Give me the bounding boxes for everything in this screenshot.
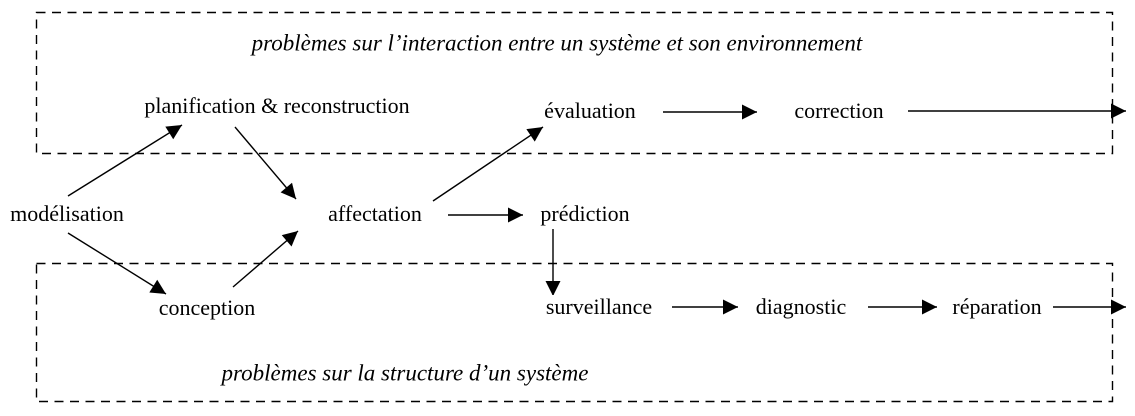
- node-correction: correction: [792, 98, 886, 123]
- node-modelisation: modélisation: [8, 201, 126, 226]
- node-conception: conception: [156, 295, 258, 320]
- top-box-title: problèmes sur l’interaction entre un sys…: [251, 30, 863, 56]
- arrow-planification-to-affectation: [234, 126, 297, 200]
- node-reparation: réparation: [950, 294, 1044, 319]
- arrow-affectation-to-evaluation: [432, 126, 544, 202]
- arrow-modelisation-to-conception: [67, 232, 167, 295]
- arrow-modelisation-to-planification: [67, 124, 183, 197]
- node-prediction: prédiction: [538, 201, 632, 226]
- arrow-conception-to-affectation: [232, 230, 299, 288]
- top-problem-box: [35, 11, 1114, 155]
- node-evaluation: évaluation: [542, 98, 638, 123]
- bottom-box-title: problèmes sur la structure d’un système: [221, 360, 589, 386]
- bottom-problem-box: [35, 262, 1114, 403]
- node-affectation: affectation: [326, 201, 424, 226]
- node-surveillance: surveillance: [543, 294, 655, 319]
- node-diagnostic: diagnostic: [753, 294, 849, 319]
- node-planification-reconstruction: planification & reconstruction: [142, 93, 412, 118]
